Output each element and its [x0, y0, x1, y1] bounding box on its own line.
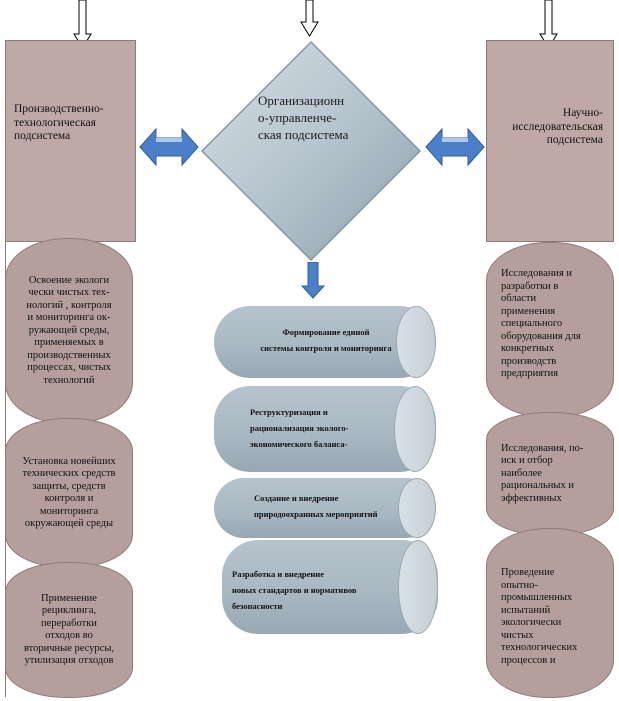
down-arrow-blue-icon: [300, 262, 326, 299]
double-arrow-right-icon: [425, 127, 485, 167]
down-arrow-icon: [300, 0, 319, 37]
center-item-1: Формирование единой системы контроля и м…: [214, 302, 436, 378]
right-item-1-text: Исследования и разработки в области прим…: [501, 268, 581, 379]
left-item-3-text: Применение рециклинга, переработки отход…: [23, 592, 115, 667]
double-arrow-left-icon: [139, 127, 199, 167]
right-item-1: Исследования и разработки в области прим…: [486, 242, 614, 418]
organizational-subsystem-diamond: [200, 40, 422, 262]
center-item-2-text: Реструктуризация и рационализация эколог…: [250, 407, 349, 449]
center-item-3-text: Создание и внедрение природоохранных мер…: [254, 493, 378, 519]
center-item-1-text: Формирование единой системы контроля и м…: [260, 327, 392, 353]
right-item-3: Проведение опытно- промышленных испытани…: [486, 528, 614, 698]
research-subsystem-box: Научно- исследовательская подсистема: [486, 40, 614, 242]
center-item-2: Реструктуризация и рационализация эколог…: [214, 384, 436, 472]
left-item-3: Применение рециклинга, переработки отход…: [5, 562, 133, 698]
right-item-2: Исследования, по- иск и отбор наиболее р…: [486, 412, 614, 536]
organizational-subsystem-label: Организационн о-управленче- ская подсист…: [258, 93, 349, 142]
research-subsystem-label: Научно- исследовательская подсистема: [512, 107, 603, 146]
center-item-4-text: Разработка и внедрение новых стандартов …: [232, 569, 357, 611]
center-item-4: Разработка и внедрение новых стандартов …: [222, 540, 438, 636]
left-item-1-text: Освоение экологи чески чистых тех- нолог…: [26, 274, 112, 386]
right-item-2-text: Исследования, по- иск и отбор наиболее р…: [501, 442, 584, 504]
production-subsystem-box: Производственно- технологическая подсист…: [5, 40, 136, 242]
production-subsystem-label: Производственно- технологическая подсист…: [14, 103, 104, 142]
right-item-3-text: Проведение опытно- промышленных испытани…: [501, 567, 578, 666]
left-item-2-text: Установка новейших технических средств з…: [22, 455, 116, 530]
center-item-3: Создание и внедрение природоохранных мер…: [214, 478, 436, 540]
left-item-1: Освоение экологи чески чистых тех- нолог…: [5, 238, 133, 424]
left-item-2: Установка новейших технических средств з…: [5, 418, 133, 568]
